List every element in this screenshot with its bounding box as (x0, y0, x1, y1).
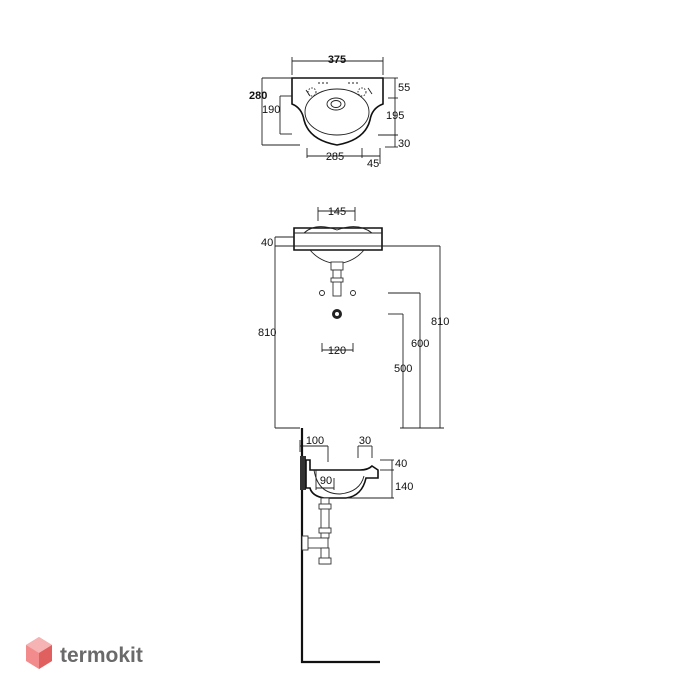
top-view: 375 280 190 55 195 30 (249, 54, 410, 170)
dim-front-145: 145 (328, 206, 346, 218)
dim-rim-40: 40 (261, 237, 273, 249)
dim-height-500: 500 (394, 363, 412, 375)
dim-height-810-left: 810 (258, 327, 276, 339)
tap-hole-left (307, 87, 317, 97)
dim-front-30: 30 (398, 138, 410, 150)
basin-front-outline (293, 227, 383, 251)
dim-height-600: 600 (411, 338, 429, 350)
brand-name: termokit (60, 644, 143, 667)
dim-depth-190: 190 (262, 104, 280, 116)
drain-inner (330, 100, 342, 108)
dim-side-100: 100 (306, 435, 324, 447)
wall-line (300, 428, 380, 664)
dim-back-55: 55 (398, 82, 410, 94)
tap-hole-right (357, 87, 367, 97)
dim-side-140: 140 (395, 481, 413, 493)
wall-bracket (300, 456, 306, 490)
trap-bend (305, 537, 329, 549)
dim-side-30: 30 (359, 435, 371, 447)
front-view: 145 120 40 810 (258, 206, 449, 429)
dim-bottom-285: 285 (326, 151, 344, 163)
basin-side-outline (305, 459, 379, 499)
bowl-rim (304, 88, 370, 136)
dim-side-90: 90 (320, 475, 332, 487)
waste-outlet (330, 261, 344, 271)
dim-front-195: 195 (386, 110, 404, 122)
drain-outer (326, 97, 346, 111)
dim-depth-280: 280 (249, 90, 267, 102)
brand-logo: termokit (26, 637, 143, 669)
side-view: 100 30 90 40 140 (299, 428, 413, 664)
wall-bolt-left (319, 290, 325, 296)
wall-bolt-right (350, 290, 356, 296)
dim-width-375: 375 (328, 54, 346, 66)
basin-top-outline (291, 77, 384, 146)
waste-pipe (332, 269, 342, 297)
dim-height-810-right: 810 (431, 316, 449, 328)
dim-side-40: 40 (395, 458, 407, 470)
dim-offset-45: 45 (367, 158, 379, 170)
dim-bolt-120: 120 (328, 345, 346, 357)
